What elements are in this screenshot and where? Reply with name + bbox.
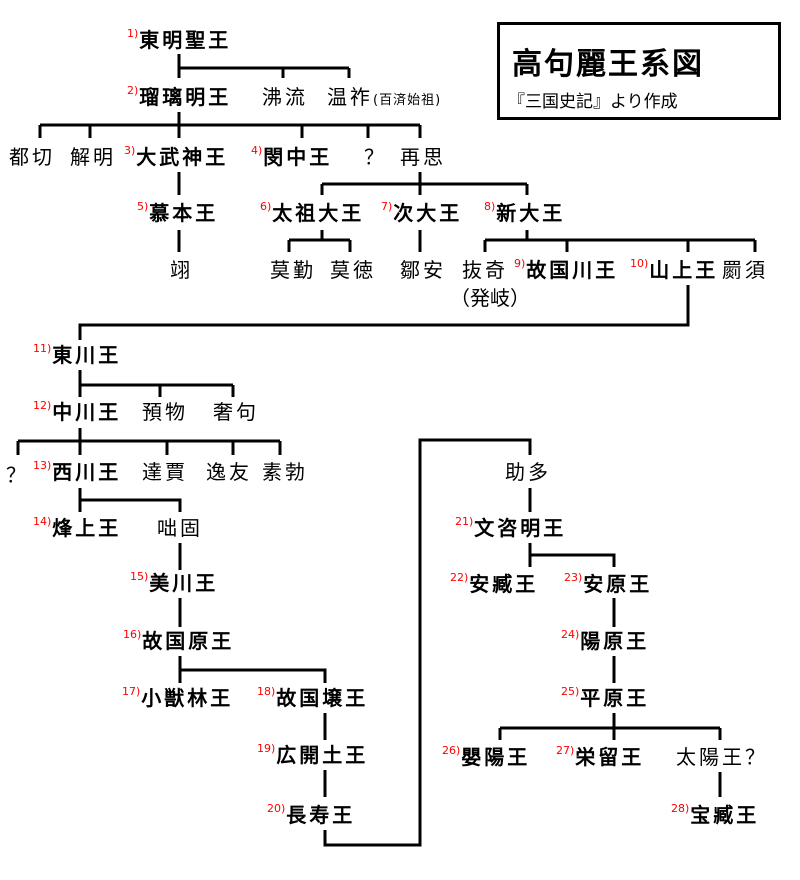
king-node: 20)長寿王 bbox=[267, 802, 356, 827]
king-node: 27)栄留王 bbox=[556, 744, 645, 769]
king-node: 15)美川王 bbox=[130, 570, 219, 595]
king-node: 14)烽上王 bbox=[33, 515, 122, 540]
king-node: 13)西川王 bbox=[33, 459, 122, 484]
person-alt-name: （発岐） bbox=[450, 286, 530, 310]
person-node: 素勃 bbox=[262, 460, 308, 484]
person-node: 温祚(百済始祖) bbox=[327, 85, 442, 109]
reign-number: 18) bbox=[257, 685, 276, 698]
reign-number: 1) bbox=[127, 27, 139, 40]
king-node: 18)故国壌王 bbox=[257, 685, 369, 710]
diagram-source: 『三国史記』より作成 bbox=[508, 92, 678, 112]
reign-number: 26) bbox=[442, 744, 461, 757]
king-node: 26)嬰陽王 bbox=[442, 744, 531, 769]
reign-number: 24) bbox=[561, 628, 580, 641]
king-node: 22)安臧王 bbox=[450, 571, 539, 596]
reign-number: 13) bbox=[33, 459, 52, 472]
king-node: 8)新大王 bbox=[484, 200, 566, 225]
person-node: 預物 bbox=[142, 400, 188, 424]
reign-number: 17) bbox=[122, 685, 141, 698]
person-node: 助多 bbox=[505, 460, 551, 484]
person-node: 翊 bbox=[170, 258, 193, 282]
king-node: 12)中川王 bbox=[33, 399, 122, 424]
reign-number: 22) bbox=[450, 571, 469, 584]
person-node: 達賈 bbox=[142, 460, 188, 484]
reign-number: 12) bbox=[33, 399, 52, 412]
person-node: 再思 bbox=[400, 145, 446, 169]
king-node: 17)小獣林王 bbox=[122, 685, 234, 710]
person-node: 抜奇 bbox=[462, 258, 508, 282]
king-node: 3)大武神王 bbox=[124, 144, 229, 169]
person-node: 都切 bbox=[9, 145, 55, 169]
reign-number: 14) bbox=[33, 515, 52, 528]
person-node: 奢句 bbox=[213, 400, 259, 424]
king-node: 25)平原王 bbox=[561, 685, 650, 710]
reign-number: 20) bbox=[267, 802, 286, 815]
reign-number: 8) bbox=[484, 200, 496, 213]
king-node: 28)宝臧王 bbox=[671, 802, 760, 827]
king-node: 10)山上王 bbox=[630, 257, 719, 282]
king-node: 11)東川王 bbox=[33, 342, 122, 367]
person-node: 莫勤 bbox=[270, 258, 316, 282]
person-node: 逸友 bbox=[206, 460, 252, 484]
reign-number: 21) bbox=[455, 515, 474, 528]
reign-number: 16) bbox=[123, 628, 142, 641]
king-node: 24)陽原王 bbox=[561, 628, 650, 653]
king-node: 1)東明聖王 bbox=[127, 27, 232, 52]
person-node: 罽須 bbox=[722, 258, 768, 282]
king-node: 4)閔中王 bbox=[251, 144, 333, 169]
reign-number: 28) bbox=[671, 802, 690, 815]
reign-number: 9) bbox=[514, 257, 526, 270]
person-node: 鄒安 bbox=[400, 258, 446, 282]
reign-number: 3) bbox=[124, 144, 136, 157]
reign-number: 6) bbox=[260, 200, 272, 213]
king-node: 9)故国川王 bbox=[514, 257, 619, 282]
king-node: 2)瑠璃明王 bbox=[127, 84, 232, 109]
king-node: 21)文咨明王 bbox=[455, 515, 567, 540]
title-box: 高句麗王系図 『三国史記』より作成 bbox=[497, 22, 781, 120]
reign-number: 23) bbox=[564, 571, 583, 584]
person-node: 莫徳 bbox=[330, 258, 376, 282]
reign-number: 19) bbox=[257, 742, 276, 755]
reign-number: 25) bbox=[561, 685, 580, 698]
reign-number: 10) bbox=[630, 257, 649, 270]
person-node: 太陽王？ bbox=[676, 745, 768, 769]
king-node: 7)次大王 bbox=[381, 200, 463, 225]
king-node: 5)慕本王 bbox=[137, 200, 219, 225]
person-node: ？ bbox=[6, 463, 29, 487]
reign-number: 2) bbox=[127, 84, 139, 97]
king-node: 16)故国原王 bbox=[123, 628, 235, 653]
reign-number: 4) bbox=[251, 144, 263, 157]
person-node: 解明 bbox=[70, 145, 116, 169]
person-node: 咄固 bbox=[157, 516, 203, 540]
reign-number: 7) bbox=[381, 200, 393, 213]
reign-number: 15) bbox=[130, 570, 149, 583]
person-node: ？ bbox=[364, 145, 387, 169]
reign-number: 5) bbox=[137, 200, 149, 213]
diagram-title: 高句麗王系図 bbox=[512, 47, 704, 82]
person-node: 沸流 bbox=[262, 85, 308, 109]
king-node: 23)安原王 bbox=[564, 571, 653, 596]
reign-number: 27) bbox=[556, 744, 575, 757]
king-node: 6)太祖大王 bbox=[260, 200, 365, 225]
reign-number: 11) bbox=[33, 342, 52, 355]
king-node: 19)広開土王 bbox=[257, 742, 369, 767]
